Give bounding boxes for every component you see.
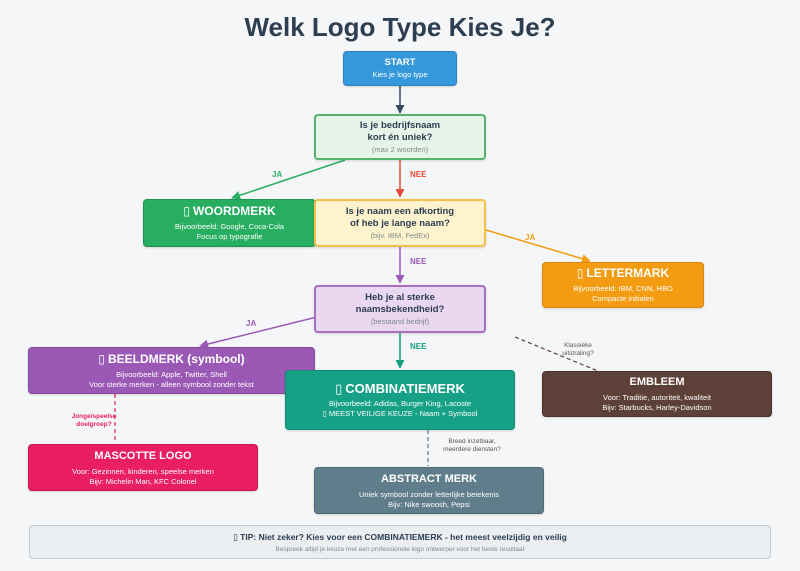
edge-label-nee-combinatiemerk: NEE [410,342,427,351]
combinatiemerk-description: ▯ MEEST VEILIGE KEUZE - Naam + Symbool [322,409,478,418]
edge-q1-woordmerk [231,159,346,200]
result-lettermark[interactable]: ▯LETTERMARK Bijvoorbeeld: IBM, CNN, HBO … [542,262,704,308]
lettermark-title: LETTERMARK [586,266,670,280]
q2-line1: Is je naam een afkorting [345,205,455,217]
page-title: Welk Logo Type Kies Je? [244,12,556,42]
q1-line1: Is je bedrijfsnaam [359,119,441,131]
beeldmerk-example: Bijvoorbeeld: Apple, Twitter, Shell [116,369,227,379]
abstract-example: Uniek symbool zonder letterlijke beteken… [358,489,500,499]
woordmerk-icon: ▯ [183,204,190,218]
woordmerk-example: Bijvoorbeeld: Google, Coca-Cola [174,222,285,231]
start-title: START [384,57,416,68]
combinatiemerk-icon: ▯ [335,381,343,396]
edge-label-ja-beeldmerk: JA [246,319,257,328]
beeldmerk-description: Voor sterke merken - alleen symbool zond… [89,379,254,389]
note-klassieke-uitstraling: Klassieke uitstraling? [548,342,608,358]
q2-hint: (bijv. IBM, FedEx) [370,230,430,240]
woordmerk-description: Focus op typografie [196,232,263,241]
q3-line2: naamsbekendheid? [355,303,445,315]
edge-label-nee-q2: NEE [410,170,427,179]
result-combinatiemerk[interactable]: ▯COMBINATIEMERK Bijvoorbeeld: Adidas, Bu… [285,370,515,430]
note-jonge-doelgroep: Jonge/speelse doelgroep? [64,413,124,429]
edge-label-ja-woordmerk: JA [272,170,283,179]
tip-box: ▯ TIP: Niet zeker? Kies voor een COMBINA… [29,525,771,559]
q3-hint: (bestaand bedrijf) [370,316,430,326]
mascotte-title: MASCOTTE LOGO [94,449,192,462]
note-klassieke-line1: Klassieke [564,342,592,349]
result-mascotte[interactable]: MASCOTTE LOGO Voor: Gezinnen, kinderen, … [28,444,258,491]
edge-label-ja-lettermark: JA [525,233,536,242]
combinatiemerk-example: Bijvoorbeeld: Adidas, Burger King, Lacos… [328,399,472,408]
edge-q3-embleem [514,336,599,372]
q2-line2: of heb je lange naam? [350,217,450,229]
note-klassieke-line2: uitstraling? [562,350,594,357]
tip-main: ▯ TIP: Niet zeker? Kies voor een COMBINA… [233,532,567,542]
question-short-unique[interactable]: Is je bedrijfsnaam kort én uniek? (max 2… [314,114,486,160]
woordmerk-title: WOORDMERK [192,204,276,218]
abstract-description: Bijv: Nike swoosh, Pepsi [388,499,470,509]
lettermark-icon: ▯ [576,266,584,280]
result-embleem[interactable]: EMBLEEM Voor: Traditie, autoriteit, kwal… [542,371,772,417]
embleem-example: Voor: Traditie, autoriteit, kwaliteit [603,393,711,402]
embleem-title: EMBLEEM [629,376,685,388]
q1-line2: kort én uniek? [367,131,433,143]
q1-hint: (max 2 woorden) [371,144,429,154]
embleem-description: Bijv: Starbucks, Harley-Davidson [602,403,712,412]
note-jonge-line1: Jonge/speelse [71,413,117,420]
tip-sub: Bespreek altijd je keuze met een profess… [275,546,525,553]
edge-q2-lettermark [485,229,591,263]
start-subtitle: Kies je logo type [372,70,428,79]
beeldmerk-title: BEELDMERK (symbool) [107,351,245,366]
result-woordmerk[interactable]: ▯WOORDMERK Bijvoorbeeld: Google, Coca-Co… [143,199,316,247]
note-breed-line1: Breed inzetbaar, [448,438,496,445]
lettermark-example: Bijvoorbeeld: IBM, CNN, HBO [573,284,673,293]
note-breed-line2: meerdere diensten? [443,446,501,453]
result-abstract[interactable]: ABSTRACT MERK Uniek symbool zonder lette… [314,467,544,514]
note-breed-inzetbaar: Breed inzetbaar, meerdere diensten? [432,438,512,454]
question-name-recognition[interactable]: Heb je al sterke naamsbekendheid? (besta… [314,285,486,333]
q3-line1: Heb je al sterke [365,291,435,303]
question-abbreviation[interactable]: Is je naam een afkorting of heb je lange… [314,199,486,247]
edge-label-nee-q3: NEE [410,257,427,266]
mascotte-description: Bijv: Michelin Man, KFC Colonel [89,476,197,486]
start-node[interactable]: START Kies je logo type [343,51,457,86]
beeldmerk-icon: ▯ [98,351,105,366]
result-beeldmerk[interactable]: ▯BEELDMERK (symbool) Bijvoorbeeld: Apple… [28,347,315,394]
lettermark-description: Compacte initialen [592,294,654,303]
abstract-title: ABSTRACT MERK [381,472,477,485]
combinatiemerk-title: COMBINATIEMERK [345,381,465,396]
note-jonge-line2: doelgroep? [76,421,112,428]
mascotte-example: Voor: Gezinnen, kinderen, speelse merken [72,466,214,476]
